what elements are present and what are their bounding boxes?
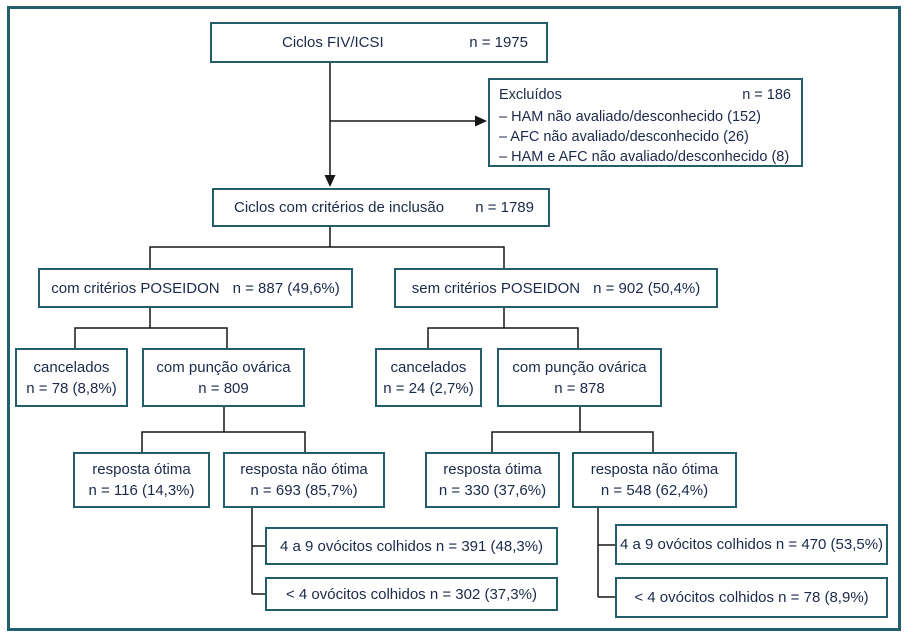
box-n: n = 78 (8,8%) (26, 379, 117, 397)
box-4a9-ovocitos-poseidon: 4 a 9 ovócitos colhidos n = 391 (48,3%) (265, 527, 558, 565)
box-puncao-ovarica-poseidon: com punção ovárica n = 809 (142, 348, 305, 407)
box-lt4-ovocitos-poseidon: < 4 ovócitos colhidos n = 302 (37,3%) (265, 577, 558, 611)
box-ciclos-inclusao: Ciclos com critérios de inclusão n = 178… (212, 188, 550, 227)
box-label: cancelados (33, 358, 110, 376)
box-n: n = 330 (37,6%) (438, 482, 547, 499)
box-label: com punção ovárica (156, 358, 291, 376)
box-label: Ciclos FIV/ICSI (282, 34, 384, 51)
box-resposta-otima-poseidon: resposta ótima n = 116 (14,3%) (73, 452, 210, 508)
excluded-item: – AFC não avaliado/desconhecido (26) (499, 129, 749, 145)
box-label: com punção ovárica (512, 358, 647, 376)
box-n: n = 186 (742, 87, 791, 103)
box-label: resposta ótima (92, 461, 191, 478)
box-label: com critérios POSEIDON (51, 279, 220, 297)
box-n: n = 887 (49,6%) (232, 279, 340, 297)
box-label: resposta não ótima (240, 461, 368, 478)
box-n: n = 116 (14,3%) (88, 482, 195, 499)
box-n: n = 1975 (469, 34, 528, 51)
box-n: n = 902 (50,4%) (593, 279, 701, 297)
box-resposta-nao-otima-poseidon: resposta não ótima n = 693 (85,7%) (223, 452, 385, 508)
box-lt4-ovocitos-sem-poseidon: < 4 ovócitos colhidos n = 78 (8,9%) (615, 577, 888, 618)
box-label: 4 a 9 ovócitos colhidos n = 391 (48,3%) (279, 537, 544, 555)
box-n: n = 878 (554, 379, 605, 397)
box-label: cancelados (390, 358, 467, 376)
box-label: Excluídos (499, 87, 562, 103)
box-com-criterios-poseidon: com critérios POSEIDON n = 887 (49,6%) (38, 268, 353, 308)
box-n: n = 24 (2,7%) (383, 379, 474, 397)
box-cancelados-sem-poseidon: cancelados n = 24 (2,7%) (375, 348, 482, 407)
box-4a9-ovocitos-sem-poseidon: 4 a 9 ovócitos colhidos n = 470 (53,5%) (615, 524, 888, 565)
box-label: < 4 ovócitos colhidos n = 78 (8,9%) (634, 589, 869, 606)
box-n: n = 809 (198, 379, 249, 397)
flowchart-frame (7, 6, 901, 631)
box-label: sem critérios POSEIDON (411, 279, 581, 297)
box-resposta-nao-otima-sem-poseidon: resposta não ótima n = 548 (62,4%) (572, 452, 737, 508)
box-resposta-otima-sem-poseidon: resposta ótima n = 330 (37,6%) (425, 452, 560, 508)
box-label: Ciclos com critérios de inclusão (234, 199, 445, 216)
box-puncao-ovarica-sem-poseidon: com punção ovárica n = 878 (497, 348, 662, 407)
box-cancelados-poseidon: cancelados n = 78 (8,8%) (15, 348, 128, 407)
box-label: < 4 ovócitos colhidos n = 302 (37,3%) (286, 585, 537, 603)
excluded-item: – HAM não avaliado/desconhecido (152) (499, 109, 761, 125)
box-ciclos-fiv-icsi: Ciclos FIV/ICSI n = 1975 (210, 22, 548, 63)
box-label: 4 a 9 ovócitos colhidos n = 470 (53,5%) (619, 536, 884, 553)
excluded-item: – HAM e AFC não avaliado/desconhecido (8… (499, 149, 790, 165)
excluded-title-row: Excluídos n = 186 (499, 85, 791, 105)
box-excluidos: Excluídos n = 186 – HAM não avaliado/des… (488, 78, 803, 167)
box-sem-criterios-poseidon: sem critérios POSEIDON n = 902 (50,4%) (394, 268, 718, 308)
box-label: resposta ótima (443, 461, 542, 478)
box-n: n = 693 (85,7%) (250, 482, 358, 499)
box-n: n = 548 (62,4%) (600, 482, 709, 499)
box-n: n = 1789 (475, 199, 534, 216)
box-label: resposta não ótima (590, 461, 719, 478)
